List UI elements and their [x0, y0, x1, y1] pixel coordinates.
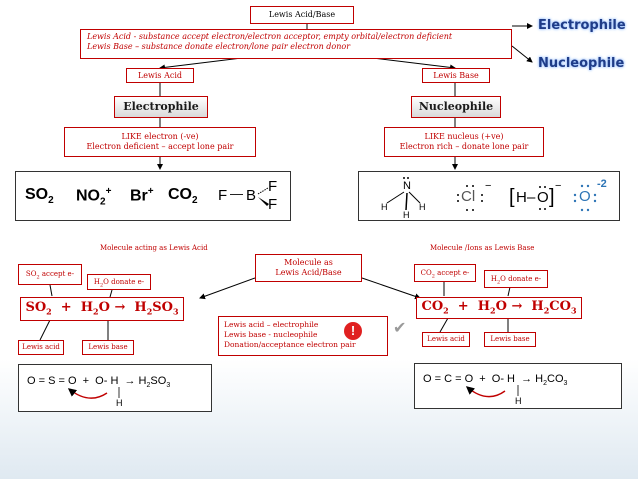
lewis-acid-tag-left: Lewis acid [18, 340, 64, 355]
so2-equation: SO2 + H2O → H2SO3 [20, 297, 184, 321]
molecule-as-lewis-box: Molecule as Lewis Acid/Base [255, 254, 362, 282]
like-electron-line2: Electron deficient – accept lone pair [86, 142, 234, 151]
co2-molecule: CO2 [168, 186, 198, 207]
hydroxide-ion: [ H – O ] − [509, 180, 562, 210]
co2-structure-box: O = C = O + O- H → H2CO3 H [414, 363, 622, 409]
co2-structure-text: O = C = O + O- H → H2CO3 [423, 373, 568, 388]
lewis-acid-definition: Lewis Acid - substance accept electron/e… [87, 32, 453, 41]
nucleophile-box: Nucleophile [411, 96, 501, 118]
lewis-acid-tag-right: Lewis acid [422, 332, 470, 347]
molecule-as-line2: Lewis Acid/Base [275, 268, 342, 277]
br-ion: Br+ [130, 186, 154, 205]
checkmark-icon: ✔ [393, 318, 407, 337]
title-text: Lewis Acid/Base [268, 10, 336, 19]
chloride-ion: Cl − [455, 180, 495, 214]
like-nucleus-line2: Electron rich – donate lone pair [399, 142, 529, 151]
note-line2: Lewis base - nucleophile [224, 330, 318, 339]
so2-structure-box: O = S = O + O- H → H2SO3 H [18, 364, 212, 412]
electrophile-side-label: Electrophile [538, 18, 626, 33]
lewis-base-label-text: Lewis Base [433, 71, 479, 80]
lewis-base-tag-left: Lewis base [82, 340, 134, 355]
so2-structure-h: H [116, 398, 123, 408]
nucleophile-side-label: Nucleophile [538, 56, 625, 71]
warning-icon: ! [344, 322, 362, 340]
acid-molecules-box: SO2 NO2+ Br+ CO2 F — B F F [15, 171, 291, 221]
definitions-box: Lewis Acid - substance accept electron/e… [80, 29, 512, 59]
molecule-as-line1: Molecule as [284, 258, 333, 267]
so2-molecule: SO2 [25, 186, 54, 207]
base-molecules-box: N H H H Cl − [ H – O ] − O -2 [358, 171, 620, 221]
electrophile-nucleophile-note: Lewis acid – electrophile Lewis base - n… [218, 316, 388, 356]
like-nucleus-line1: LIKE nucleus (+ve) [424, 132, 504, 141]
co2-structure-h: H [515, 396, 522, 406]
note-line3: Donation/acceptance electron pair [224, 340, 356, 349]
oxide-ion: O -2 [571, 178, 619, 216]
note-line1: Lewis acid – electrophile [224, 320, 319, 329]
electrophile-box: Electrophile [114, 96, 208, 118]
h2o-donate-label-left: H2O donate e- [87, 274, 151, 290]
lewis-acid-label-text: Lewis Acid [137, 71, 183, 80]
co2-accept-label: CO2 accept e- [414, 264, 476, 282]
no2-ion: NO2+ [76, 186, 112, 208]
so2-structure-text: O = S = O + O- H → H2SO3 [27, 375, 171, 390]
lewis-base-definition: Lewis Base – substance donate electron/l… [87, 42, 351, 51]
lewis-base-tag-right: Lewis base [484, 332, 536, 347]
like-electron-box: LIKE electron (-ve) Electron deficient –… [64, 127, 256, 157]
ammonia-molecule: N H H H [367, 176, 427, 220]
like-electron-line1: LIKE electron (-ve) [121, 132, 199, 141]
so2-accept-label: SO2 accept e- [18, 264, 82, 285]
lewis-acid-base-title: Lewis Acid/Base [250, 6, 354, 24]
co2-equation: CO2 + H2O → H2CO3 [416, 297, 582, 319]
h2o-donate-label-right: H2O donate e- [484, 270, 548, 288]
lewis-base-label: Lewis Base [422, 68, 490, 83]
acid-molecule-caption: Molecule acting as Lewis Acid [100, 244, 208, 252]
like-nucleus-box: LIKE nucleus (+ve) Electron rich – donat… [384, 127, 544, 157]
bf3-molecule: F — B F F [218, 178, 278, 213]
base-molecule-caption: Molecule /Ions as Lewis Base [430, 244, 535, 252]
lewis-acid-label: Lewis Acid [126, 68, 194, 83]
